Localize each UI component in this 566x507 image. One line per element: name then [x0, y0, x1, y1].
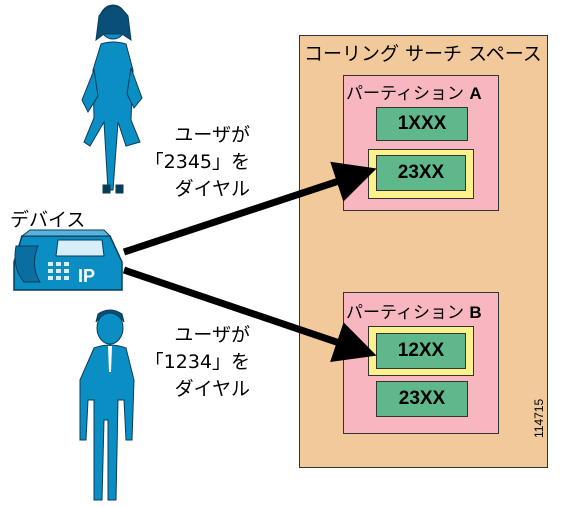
arrow-to-partition-b [122, 266, 377, 363]
partition-b-label: パーティション [346, 303, 464, 323]
partition-b-letter: B [469, 303, 482, 322]
ip-phone-text: IP [78, 266, 95, 286]
device-label: デバイス [10, 209, 86, 231]
arrow-to-partition-a [122, 161, 377, 256]
calling-search-space-title: コーリング サーチ スペース [304, 43, 542, 65]
user1-line1: ユーザが [174, 124, 250, 146]
pattern-12xx: 12XX [376, 333, 466, 369]
pattern-1xxx: 1XXX [376, 107, 468, 141]
pattern-23xx-b: 23XX [376, 381, 468, 417]
pattern-23xx-a: 23XX [376, 155, 466, 191]
woman-icon [81, 4, 143, 194]
partition-a-label: パーティション [346, 84, 464, 104]
user2-line2: 「1234」を [144, 351, 250, 373]
man-icon [79, 309, 135, 501]
partition-a-title: パーティション A [346, 79, 482, 104]
user2-line1: ユーザが [174, 324, 250, 346]
partition-b-title: パーティション B [346, 298, 482, 323]
user2-dial-text: ユーザが 「1234」を ダイヤル [142, 322, 250, 403]
ip-phone-icon: IP [13, 229, 123, 291]
user1-dial-text: ユーザが 「2345」を ダイヤル [142, 122, 250, 203]
user2-line3: ダイヤル [174, 378, 250, 400]
partition-a-letter: A [469, 84, 482, 103]
user1-line3: ダイヤル [174, 178, 250, 200]
user1-line2: 「2345」を [144, 151, 250, 173]
